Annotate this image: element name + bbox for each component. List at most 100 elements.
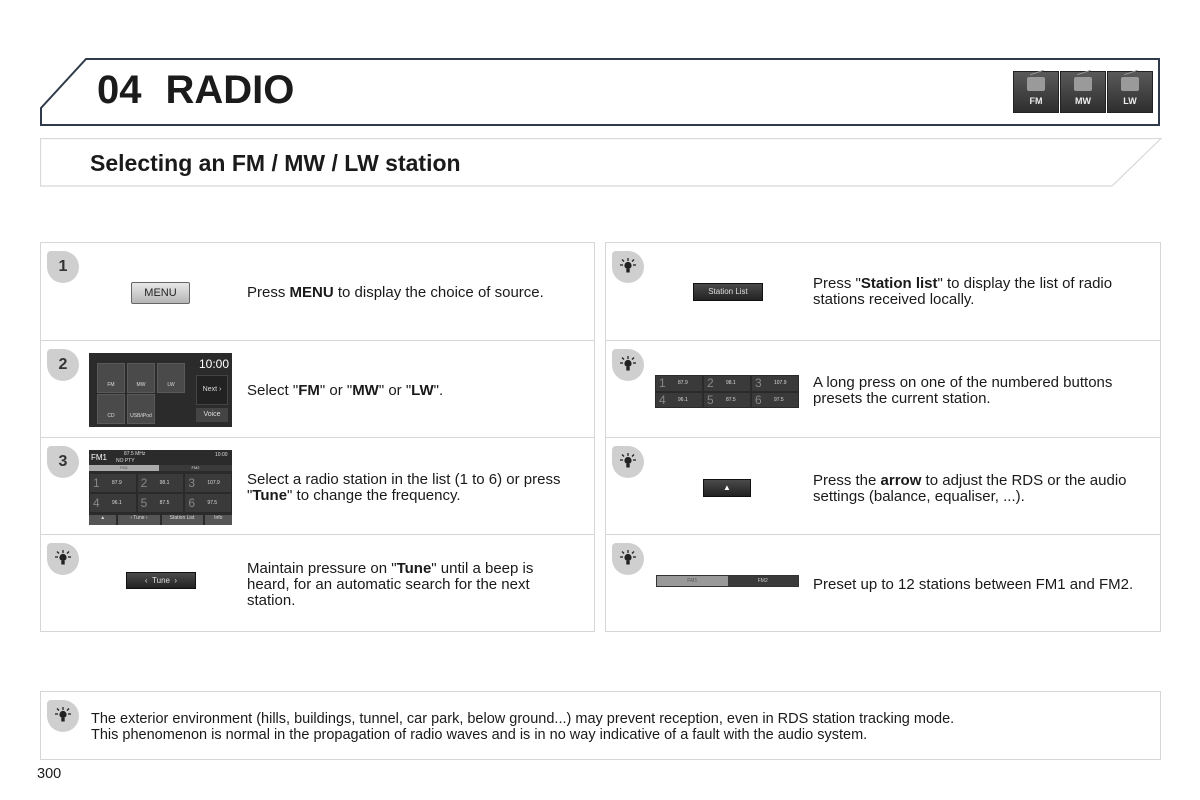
text-segment: " or " — [378, 382, 412, 399]
menu-button: MENU — [131, 282, 190, 304]
bold-term: FM — [298, 382, 320, 399]
bold-term: LW — [411, 382, 434, 399]
band-mw-button: MW — [1060, 71, 1106, 113]
text-segment: to display the choice of source. — [333, 284, 544, 301]
tab-fm1: FM1 — [657, 576, 728, 586]
preset-number: 6 — [754, 392, 762, 407]
band-label: FM1 — [91, 453, 107, 462]
note-line: This phenomenon is normal in the propaga… — [91, 727, 868, 743]
preset-frequency: 87.5 — [725, 396, 736, 403]
lightbulb-icon — [55, 707, 71, 722]
tip-fm1-fm2: FM1 FM2 Preset up to 12 stations between… — [606, 534, 1160, 631]
fm-tile: FM — [97, 363, 125, 393]
step-number-badge: 2 — [47, 349, 79, 381]
note-line: The exterior environment (hills, buildin… — [91, 711, 955, 727]
lightbulb-icon — [620, 550, 636, 565]
preset-frequency: 107.9 — [207, 480, 220, 486]
text-segment: " to change the frequency. — [287, 487, 461, 504]
radio-icon — [1121, 77, 1139, 91]
softkey-info: Info — [204, 515, 232, 525]
chapter-header-frame — [40, 58, 1160, 126]
preset-number: 2 — [706, 376, 714, 391]
lightbulb-icon — [620, 356, 636, 371]
text-segment: Select " — [247, 382, 299, 399]
tab-fm2: FM2 — [159, 465, 232, 471]
text-segment: Preset up to 12 stations between FM1 and… — [813, 576, 1134, 593]
text-segment: ". — [433, 382, 444, 399]
band-lw-button: LW — [1107, 71, 1153, 113]
preset-frequency: 98.1 — [159, 480, 170, 486]
text-segment: " to display the list of radio stations … — [813, 275, 1113, 308]
radio-icon — [1027, 77, 1045, 91]
preset-number: 4 — [93, 496, 100, 510]
note-text: The exterior environment (hills, buildin… — [91, 711, 954, 743]
left-steps-panel: 1 MENU Press MENU to display the choice … — [40, 242, 595, 632]
tip-badge — [47, 543, 79, 575]
chapter-number: 04 — [97, 68, 142, 112]
softkey-station-list: Station List — [161, 515, 203, 525]
step-number-badge: 3 — [47, 446, 79, 478]
preset-button: 3 107.9 — [184, 473, 232, 493]
clock: 10:00 — [199, 357, 230, 371]
lightbulb-icon — [55, 550, 71, 565]
text-segment: Maintain pressure on " — [247, 560, 397, 577]
section-header-frame — [40, 138, 1162, 187]
preset-number: 3 — [754, 376, 762, 391]
radio-icon — [1074, 77, 1092, 91]
note-box — [40, 691, 1161, 760]
tab-fm2: FM2 — [727, 576, 798, 586]
section-title: Selecting an FM / MW / LW station — [90, 150, 461, 176]
lw-tile: LW — [157, 363, 185, 393]
preset-number: 1 — [93, 476, 100, 490]
step-text: Select a radio station in the list (1 to… — [247, 472, 567, 504]
preset-frequency: 97.5 — [773, 396, 784, 403]
mw-tile: MW — [127, 363, 155, 393]
step-text: Press the arrow to adjust the RDS or the… — [813, 473, 1158, 505]
text-segment: A long press on one of the numbered butt… — [813, 374, 1113, 407]
preset-number: 4 — [659, 392, 666, 407]
bold-term: Tune — [396, 560, 432, 577]
step-text: Preset up to 12 stations between FM1 and… — [813, 577, 1158, 593]
text-segment: Press the — [813, 472, 881, 489]
preset-number: 3 — [188, 476, 195, 490]
preset-number: 1 — [659, 376, 666, 391]
preset-number: 2 — [140, 476, 148, 490]
lightbulb-icon — [620, 258, 636, 273]
fm-tabs: FM1 FM2 — [656, 575, 799, 587]
text-segment: " until a beep is heard, for an automati… — [247, 560, 534, 609]
step-tip-tune: ‹ Tune › Maintain pressure on "Tune" unt… — [41, 534, 594, 631]
tip-badge — [47, 700, 79, 732]
tune-button: ‹ Tune › — [126, 572, 196, 589]
softkey-tune: ‹ Tune › — [118, 515, 160, 525]
bold-term: Tune — [252, 487, 288, 504]
tip-badge — [612, 446, 644, 478]
arrow-button: ▲ — [703, 479, 751, 497]
usb-ipod-tile: USB/iPod — [127, 394, 155, 424]
frequency: 87.5 MHz — [124, 451, 146, 457]
preset-frequency: 107.9 — [773, 380, 787, 387]
tip-badge — [612, 349, 644, 381]
preset-frequency: 96.1 — [678, 396, 688, 403]
tip-badge — [612, 251, 644, 283]
lightbulb-icon — [620, 453, 636, 468]
voice-button: Voice — [196, 408, 228, 422]
preset-number: 5 — [140, 496, 148, 510]
preset-frequency: 98.1 — [725, 380, 736, 387]
tab-fm1: FM1 — [89, 465, 159, 471]
preset-frequency: 96.1 — [112, 500, 122, 506]
